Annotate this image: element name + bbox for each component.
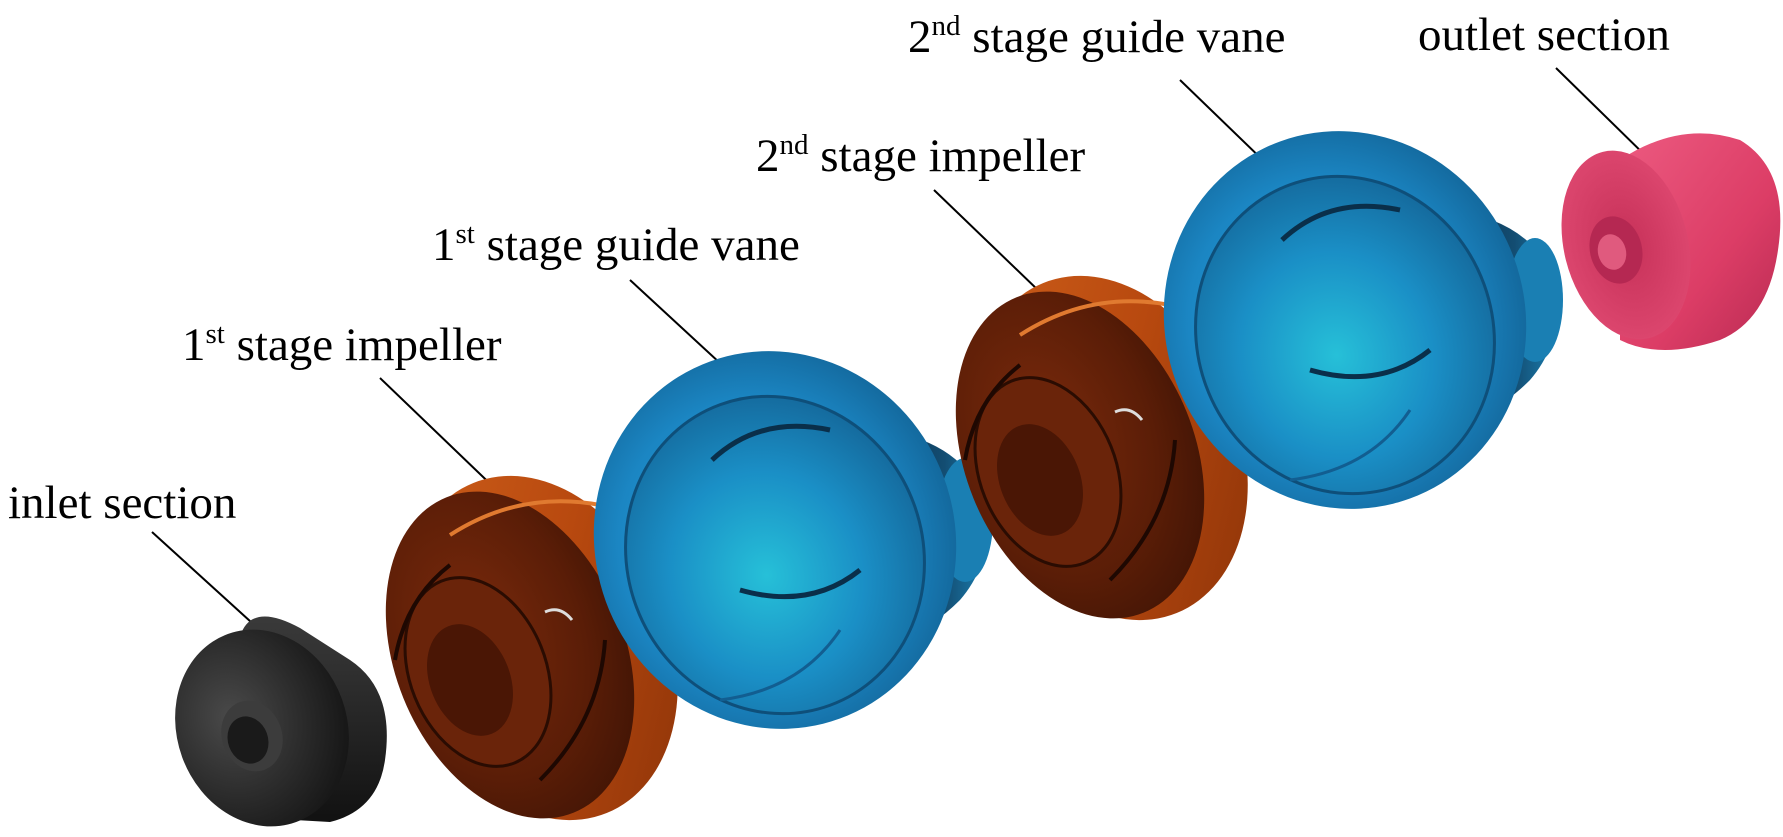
label-guide-vane-1-num: 1 [432, 219, 456, 271]
label-impeller-1: 1st stage impeller [182, 319, 502, 371]
inlet-section-part [175, 616, 387, 827]
label-inlet-text: inlet section [8, 477, 237, 529]
label-guide-vane-1: 1st stage guide vane [432, 219, 800, 271]
label-impeller-1-num: 1 [182, 319, 206, 371]
leader-impeller-2 [933, 189, 1041, 293]
label-guide-vane-2-num: 2 [908, 11, 932, 63]
label-impeller-2-text: stage impeller [808, 130, 1086, 182]
leader-impeller-1 [379, 377, 506, 499]
label-outlet-text: outlet section [1418, 9, 1670, 61]
guide-vane-1-part [593, 351, 993, 729]
leader-outlet [1555, 67, 1653, 163]
label-guide-vane-2-text: stage guide vane [960, 11, 1286, 63]
label-impeller-2-num: 2 [756, 130, 780, 182]
leader-lines [151, 67, 1653, 633]
leader-inlet [151, 531, 263, 633]
label-outlet-section: outlet section [1418, 12, 1670, 59]
guide-vane-2-part [1163, 131, 1563, 509]
label-impeller-1-text: stage impeller [224, 319, 502, 371]
label-inlet-section: inlet section [8, 480, 236, 527]
label-guide-vane-2: 2nd stage guide vane [908, 11, 1286, 63]
outlet-section-part [1561, 133, 1781, 350]
label-impeller-2: 2nd stage impeller [756, 130, 1086, 182]
label-guide-vane-2-sup: nd [931, 10, 961, 42]
label-guide-vane-1-sup: st [455, 218, 475, 250]
label-impeller-2-sup: nd [779, 129, 809, 161]
label-impeller-1-sup: st [205, 318, 225, 350]
label-guide-vane-1-text: stage guide vane [474, 219, 800, 271]
